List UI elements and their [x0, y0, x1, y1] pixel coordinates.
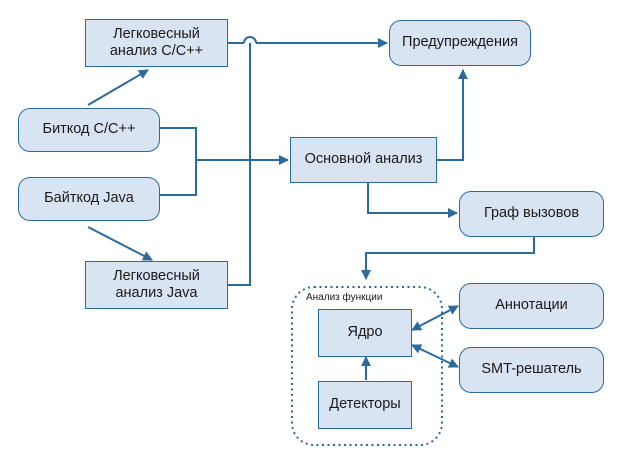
core-node: Ядро [318, 309, 412, 357]
detectors-node: Детекторы [318, 381, 412, 429]
function-analysis-label: Анализ функции [306, 292, 383, 303]
edge-bytecode-to-lightweight-java [87, 226, 153, 261]
core-label: Ядро [347, 324, 383, 341]
edge-crossing-hop [243, 36, 257, 44]
annotations-label: Аннотации [495, 297, 568, 314]
edge-core-smt [411, 344, 459, 368]
lightweight-java-label: Легковесный анализ Java [113, 267, 200, 301]
edge-bitcode-merge [160, 127, 197, 196]
smt-solver-label: SMT-решатель [481, 361, 582, 378]
warnings-label: Предупреждения [402, 34, 518, 51]
function-analysis-group [291, 286, 443, 446]
lightweight-cpp-node: Легковесный анализ C/C++ [85, 19, 228, 67]
edge-callgraph-to-group [361, 237, 535, 280]
bytecode-java-label: Байткод Java [44, 190, 134, 207]
edge-core-annotations [411, 305, 459, 331]
edge-lightweight-java-trunk [228, 43, 251, 286]
main-analysis-label: Основной анализ [304, 151, 423, 168]
bitcode-cpp-label: Биткод C/C++ [42, 121, 136, 138]
bitcode-cpp-node: Биткод C/C++ [18, 108, 160, 152]
warnings-node: Предупреждения [389, 20, 531, 66]
detectors-label: Детекторы [329, 396, 401, 413]
bytecode-java-node: Байткод Java [18, 177, 160, 221]
smt-solver-node: SMT-решатель [459, 347, 604, 393]
call-graph-label: Граф вызовов [483, 205, 580, 222]
lightweight-cpp-label: Легковесный анализ C/C++ [109, 25, 204, 59]
edge-main-to-callgraph [367, 183, 458, 218]
lightweight-java-node: Легковесный анализ Java [85, 261, 228, 309]
main-analysis-node: Основной анализ [290, 137, 437, 183]
call-graph-node: Граф вызовов [459, 191, 604, 237]
annotations-node: Аннотации [459, 283, 604, 329]
edge-bitcode-to-lightweight-cpp [87, 69, 149, 106]
edge-main-to-warnings [437, 69, 468, 161]
